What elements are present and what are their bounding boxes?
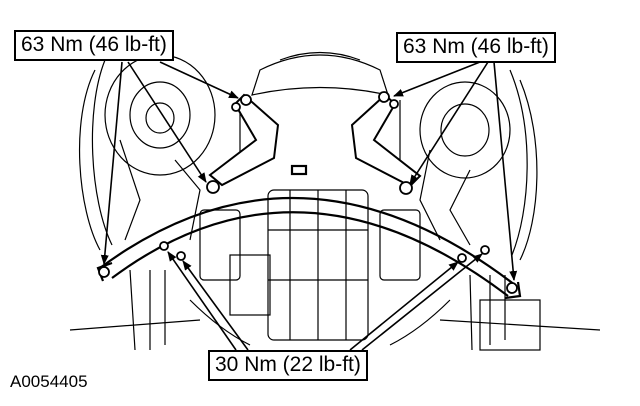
upper-mount-brackets xyxy=(208,93,422,188)
bolts xyxy=(98,91,518,294)
bolt-lower-left-3 xyxy=(176,251,186,261)
arrow-bottom-2 xyxy=(182,260,249,351)
arrow-top-right-1 xyxy=(393,61,481,97)
bolt-top-left-1 xyxy=(240,94,252,106)
bolt-top-right-1 xyxy=(378,91,390,103)
bolt-top-left-2 xyxy=(231,102,241,112)
figure-reference-number: A0054405 xyxy=(10,372,88,391)
arrow-top-left-3 xyxy=(159,61,239,99)
bolt-lower-left-1 xyxy=(98,266,110,278)
torque-callout-upper-left: 63 Nm (46 lb-ft) xyxy=(14,30,174,61)
arrow-bottom-3 xyxy=(349,261,459,351)
arrow-top-right-2 xyxy=(409,61,489,185)
torque-callout-lower: 30 Nm (22 lb-ft) xyxy=(208,350,368,381)
bolt-lower-right-3 xyxy=(506,282,518,294)
bolt-lower-left-2 xyxy=(159,241,169,251)
arrow-top-left-2 xyxy=(127,61,207,183)
bolt-lower-right-1 xyxy=(457,253,467,263)
bolt-top-right-2 xyxy=(389,99,399,109)
arrow-top-left-1 xyxy=(100,61,123,265)
bolt-lower-right-2 xyxy=(480,245,490,255)
arrow-bottom-4 xyxy=(361,253,483,351)
leader-arrows xyxy=(100,61,518,351)
torque-callout-upper-right: 63 Nm (46 lb-ft) xyxy=(396,32,556,63)
crossmember-brace xyxy=(96,164,522,300)
bolt-mid-left xyxy=(206,180,220,194)
arrow-top-right-3 xyxy=(493,61,518,281)
arrow-bottom-1 xyxy=(167,251,237,351)
bolt-mid-right xyxy=(399,181,413,195)
